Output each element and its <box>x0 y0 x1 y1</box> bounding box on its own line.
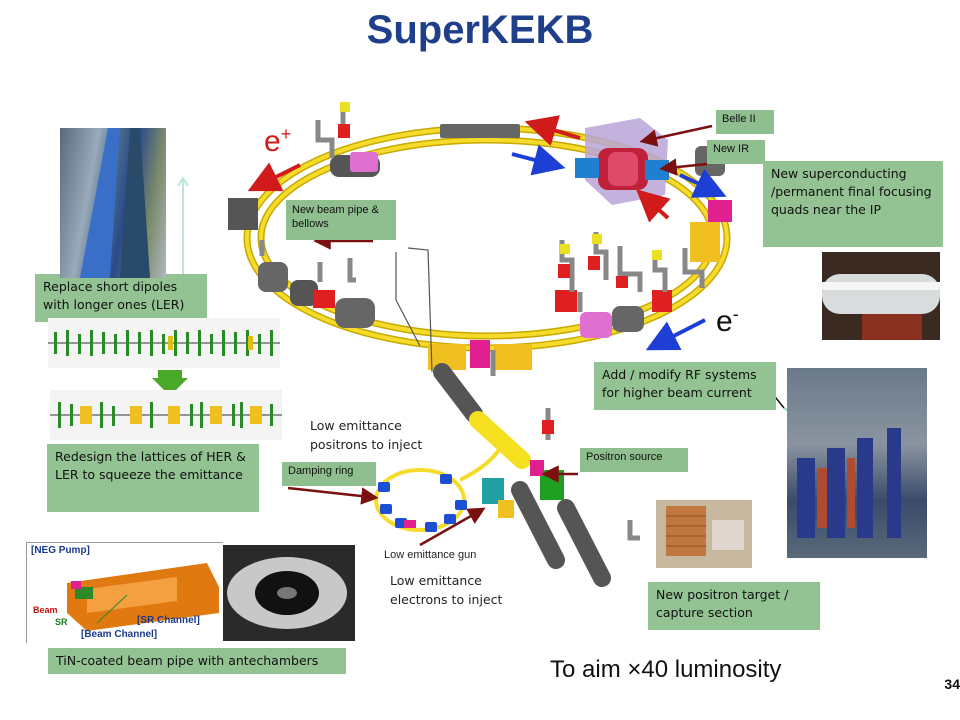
luminosity-goal: To aim ×40 luminosity <box>550 656 782 683</box>
beam-label: Beam <box>33 605 58 615</box>
positron-symbol: e <box>264 125 281 158</box>
pointer-arrows <box>287 124 713 547</box>
low-emittance-gun-label: Low emittance gun <box>384 549 477 561</box>
positron-target-photo <box>656 500 752 568</box>
neg-pump-label: [NEG Pump] <box>31 545 90 556</box>
belle-label: Belle II <box>716 110 774 134</box>
sr-channel-label: [SR Channel] <box>137 615 200 626</box>
quad-magnet-photo <box>822 252 940 340</box>
sr-label: SR <box>55 617 68 627</box>
lattice-arrow <box>152 370 188 396</box>
positron-sign: + <box>280 124 292 144</box>
rf-note: Add / modify RF systems for higher beam … <box>594 362 776 410</box>
beampipe-diagram: [NEG Pump] [SR Channel] Beam SR [Beam Ch… <box>26 542 223 643</box>
damping-ring-drawing <box>374 446 502 532</box>
low-electrons-text: Low emittance electrons to inject <box>390 573 503 607</box>
positron-target-note: New positron target / capture section <box>648 582 820 630</box>
lattice-note: Redesign the lattices of HER & LER to sq… <box>47 444 259 512</box>
beam-arrows <box>247 115 727 351</box>
page-title: SuperKEKB <box>366 8 594 52</box>
electron-symbol: e <box>716 305 733 338</box>
superconducting-note: New superconducting /permanent final foc… <box>763 161 943 247</box>
lattice-after <box>50 390 282 440</box>
new-beam-pipe-label: New beam pipe & bellows <box>286 200 396 240</box>
linac <box>395 247 640 587</box>
new-ir-label: New IR <box>707 140 765 164</box>
tunnel-photo <box>60 128 166 278</box>
electron-sign: - <box>732 304 739 324</box>
beam-channel-label: [Beam Channel] <box>81 629 158 640</box>
page-number: 34 <box>944 676 960 692</box>
tin-note: TiN-coated beam pipe with antechambers <box>48 648 346 674</box>
dipoles-note: Replace short dipoles with longer ones (… <box>35 274 207 322</box>
lattice-before <box>48 318 280 368</box>
belle-detector <box>575 118 669 205</box>
positron-label: e+ <box>264 124 291 159</box>
beam-pipe-photo <box>220 545 355 641</box>
damping-ring-label: Damping ring <box>282 462 376 486</box>
electron-label: e- <box>716 304 739 339</box>
rf-systems-photo <box>787 368 927 558</box>
low-positrons-text: Low emittance positrons to inject <box>310 418 423 452</box>
ring-magnets <box>228 102 732 376</box>
positron-source-label: Positron source <box>580 448 688 472</box>
